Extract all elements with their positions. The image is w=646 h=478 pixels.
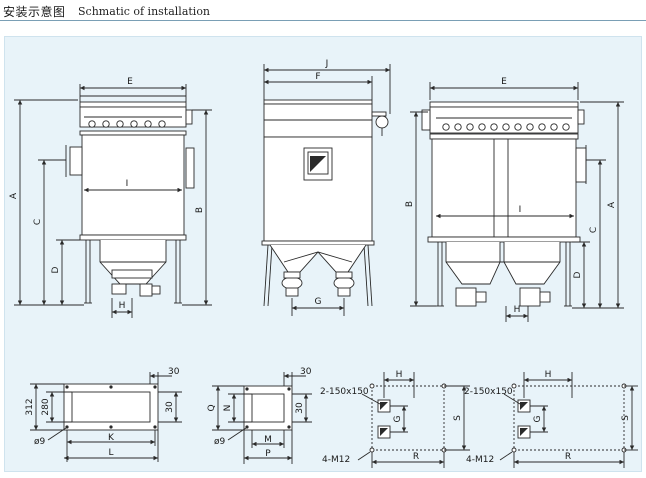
dim-label-c: C — [589, 227, 599, 233]
labels-front-right: E I B A C D H — [405, 77, 617, 315]
labels-foundation-left: 2-150x150 4-M12 H G S R — [320, 370, 463, 465]
dim-label-g: G — [533, 415, 543, 422]
dim-label-g: G — [393, 415, 403, 422]
dim-label-i: I — [519, 205, 522, 215]
labels-front-left: E I A C D B H — [9, 77, 205, 311]
dim-label-30-top: 30 — [300, 367, 312, 377]
dim-label-30-right: 30 — [295, 402, 305, 414]
dim-label-h: H — [514, 305, 521, 315]
dim-label-i: I — [126, 179, 129, 189]
dim-label-b: B — [195, 207, 205, 213]
dim-label-e: E — [127, 77, 133, 87]
foundation-right — [499, 372, 638, 468]
dim-label-c: C — [33, 219, 43, 225]
dim-label-h: H — [396, 370, 403, 380]
holes-label: 2-150x150 — [320, 387, 369, 397]
header-rule — [0, 20, 646, 21]
title-english: Schmatic of installation — [78, 5, 211, 18]
dim-label-30-top: 30 — [168, 367, 180, 377]
bolts-label: 4-M12 — [322, 455, 350, 465]
dim-label-a: A — [9, 192, 19, 199]
hole-label: ø9 — [34, 437, 46, 447]
dim-label-p: P — [265, 449, 271, 459]
dim-label-h: H — [545, 370, 552, 380]
foundation-left — [357, 372, 470, 468]
holes-label: 2-150x150 — [464, 387, 513, 397]
front-view-left — [14, 84, 212, 318]
dim-label-f: F — [315, 72, 320, 82]
labels-inlet-flange: 30 30 312 280 ø9 K L — [25, 367, 180, 458]
dim-label-d: D — [51, 266, 61, 273]
labels-outlet-flange: 30 30 Q N ø9 M P — [207, 367, 312, 459]
inlet-flange — [30, 372, 182, 462]
dim-label-h: H — [119, 301, 126, 311]
dim-label-b: B — [405, 201, 415, 207]
dim-label-r: R — [413, 452, 419, 462]
dim-label-n: N — [223, 405, 233, 412]
title-chinese: 安装示意图 — [3, 5, 66, 19]
side-view — [261, 64, 391, 316]
labels-foundation-right: 2-150x150 4-M12 H G S R — [464, 370, 631, 465]
dim-label-d: D — [573, 271, 583, 278]
dim-label-e: E — [501, 77, 507, 87]
dim-label-r: R — [565, 452, 571, 462]
dim-label-a: A — [607, 201, 617, 208]
hole-label: ø9 — [214, 437, 226, 447]
dim-label-j: J — [325, 59, 329, 69]
front-view-right — [410, 82, 624, 322]
dim-label-q: Q — [207, 404, 217, 411]
dim-label-l: L — [108, 448, 113, 458]
labels-side: J F G — [315, 59, 329, 307]
page-header: 安装示意图 Schmatic of installation — [0, 0, 646, 22]
dim-label-30-right: 30 — [165, 401, 175, 413]
dim-label-g: G — [315, 297, 322, 307]
dim-label-s: S — [453, 415, 463, 421]
dim-label-s: S — [621, 415, 631, 421]
dim-label-k: K — [108, 433, 115, 443]
outlet-flange — [212, 372, 312, 464]
bolts-label: 4-M12 — [466, 455, 494, 465]
dim-label-312: 312 — [25, 398, 35, 415]
dim-label-280: 280 — [41, 398, 51, 415]
dim-label-m: M — [264, 435, 272, 445]
